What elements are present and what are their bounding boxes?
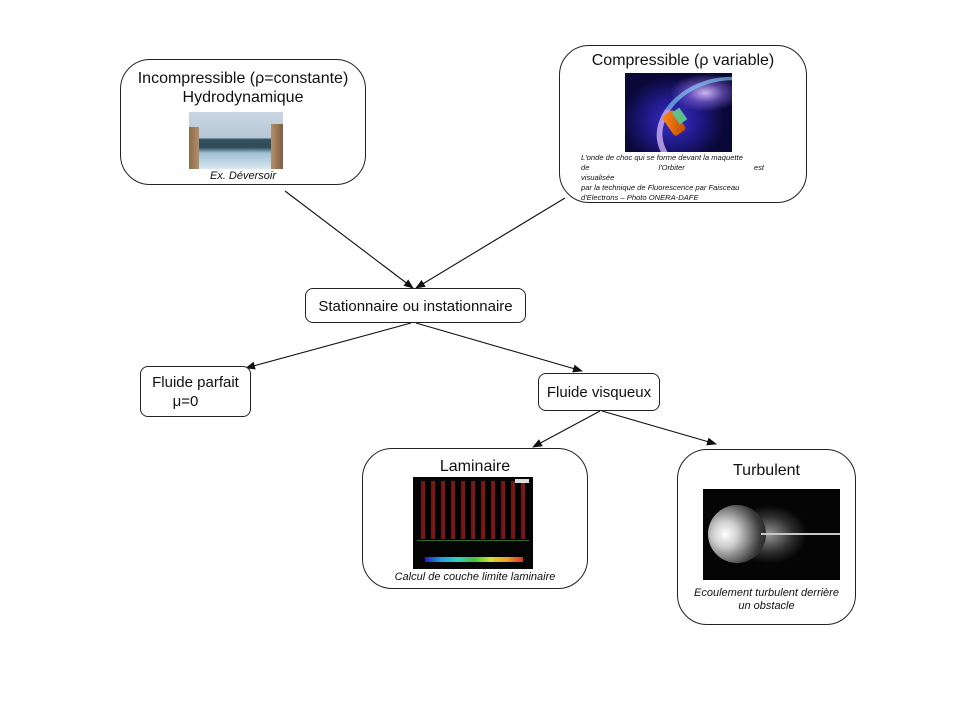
node-incompressible-subtitle: Hydrodynamique <box>182 89 304 106</box>
caption-line: par la technique de Fluorescence par Fai… <box>581 183 740 192</box>
node-turbulent-caption: Ecoulement turbulent derrière un obstacl… <box>678 587 855 613</box>
node-stationnaire-title: Stationnaire ou instationnaire <box>318 298 513 315</box>
node-incompressible-caption: Ex. Déversoir <box>209 170 277 182</box>
node-laminaire-caption: Calcul de couche limite laminaire <box>394 571 556 583</box>
spillway-image <box>189 112 283 169</box>
caption-line: Ecoulement turbulent derrière <box>694 587 839 599</box>
node-incompressible-title: Incompressible (ρ=constante) <box>137 70 349 87</box>
caption-line: un obstacle <box>738 600 795 612</box>
caption-line: d'Electrons – Photo ONERA-DAFE <box>581 193 699 202</box>
caption-line: L'onde de choc qui se forme devant la ma… <box>581 153 743 162</box>
arrow-stationnaire-to-fluide-parfait <box>245 322 412 370</box>
node-laminaire-title: Laminaire <box>439 458 511 475</box>
node-fluide-parfait-title: Fluide parfait <box>152 374 239 391</box>
node-fluide-visqueux-title: Fluide visqueux <box>546 384 652 401</box>
caption-line-text: de l'Orbiter est visualisée <box>581 163 764 182</box>
node-fluide-visqueux: Fluide visqueux <box>538 373 660 411</box>
node-incompressible: Incompressible (ρ=constante) Hydrodynami… <box>120 59 366 185</box>
turbulent-wake-image <box>703 489 840 580</box>
node-fluide-parfait-mu: μ=0 <box>172 393 199 410</box>
arrow-stationnaire-to-fluide-visqueux <box>415 322 583 373</box>
arrow-compressible-to-stationnaire <box>415 197 566 289</box>
boundary-layer-image <box>413 477 533 569</box>
node-turbulent-title: Turbulent <box>733 462 800 479</box>
node-stationnaire: Stationnaire ou instationnaire <box>305 288 526 323</box>
node-compressible: Compressible (ρ variable) L'onde de choc… <box>559 45 807 203</box>
node-compressible-caption: L'onde de choc qui se forme devant la ma… <box>581 153 764 203</box>
arrow-visqueux-to-turbulent <box>601 410 717 446</box>
node-fluide-parfait: Fluide parfait μ=0 <box>140 366 251 417</box>
node-turbulent: Turbulent Ecoulement turbulent derrière … <box>677 449 856 625</box>
shock-wave-image <box>625 73 732 152</box>
arrow-incompressible-to-stationnaire <box>284 190 414 289</box>
arrow-visqueux-to-laminaire <box>532 410 601 448</box>
node-compressible-title: Compressible (ρ variable) <box>591 52 775 69</box>
caption-line: de l'Orbiter est visualisée <box>581 163 764 183</box>
node-laminaire: Laminaire Calcul de couche limite lamina… <box>362 448 588 589</box>
